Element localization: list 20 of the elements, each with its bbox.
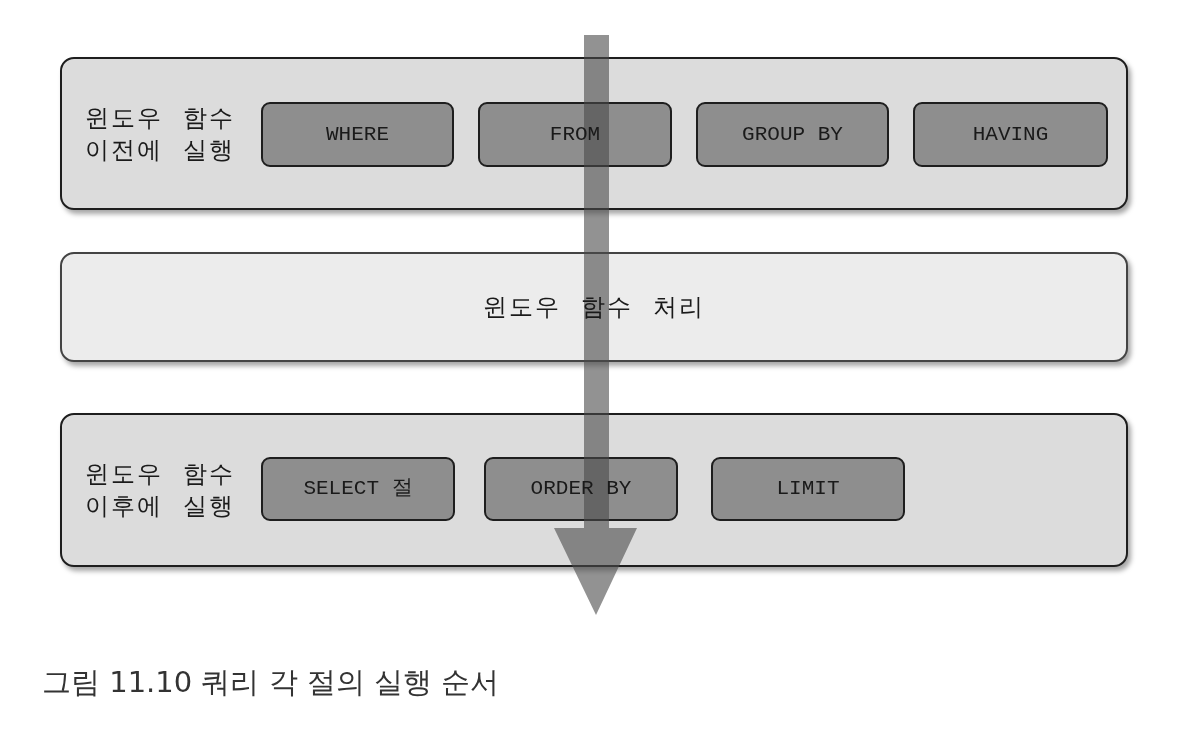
- clause-box: [478, 102, 672, 167]
- stage-label: 윈도우 함수 이전에 실행: [85, 102, 236, 166]
- clause-box: [711, 457, 905, 521]
- clause-label: SELECT 절: [302, 476, 414, 502]
- stage-panel: [60, 57, 1128, 210]
- clause-label: FROM: [548, 121, 602, 148]
- clause-box: [261, 457, 455, 521]
- clause-label: ORDER BY: [529, 476, 633, 502]
- clause-label: WHERE: [325, 121, 390, 148]
- stage-panel: [60, 252, 1128, 362]
- clause-box: [913, 102, 1108, 167]
- figure-caption: 그림 11.10 쿼리 각 절의 실행 순서: [42, 664, 500, 701]
- clause-label: GROUP BY: [741, 121, 844, 148]
- stage-label: 윈도우 함수 이후에 실행: [85, 459, 236, 522]
- clause-box: [484, 457, 678, 521]
- clause-box: [696, 102, 889, 167]
- stage-panel: [60, 413, 1128, 567]
- clause-label: HAVING: [971, 121, 1050, 148]
- clause-box: [261, 102, 454, 167]
- clause-label: LIMIT: [775, 476, 841, 502]
